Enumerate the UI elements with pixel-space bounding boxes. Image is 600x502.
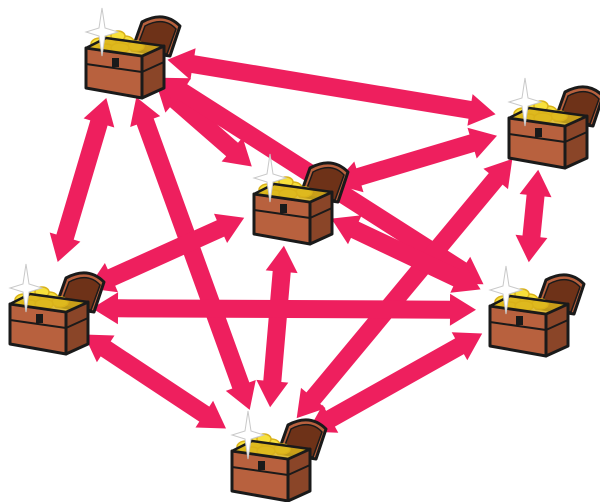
edge-arrow-middle-right-to-bottom	[307, 332, 483, 433]
chest-bottom	[230, 409, 328, 502]
edge-arrow-top-left-to-center	[156, 83, 252, 167]
edge-arrow-top-right-to-middle-right	[515, 169, 552, 263]
treasure-chest-icon	[488, 264, 586, 358]
treasure-chest-icon	[507, 76, 600, 170]
edge-arrow-middle-left-to-bottom	[84, 334, 226, 429]
edge-arrow-middle-left-to-middle-right	[92, 292, 476, 326]
edge-arrow-top-right-to-bottom	[296, 158, 513, 419]
edge-arrow-center-to-middle-left	[87, 213, 245, 293]
edge-arrow-center-to-bottom	[256, 245, 298, 408]
edge-arrow-top-left-to-top-right	[167, 48, 496, 126]
edge-arrow-top-left-to-bottom	[130, 97, 256, 410]
chest-middle-right	[488, 264, 586, 358]
edge-arrow-center-to-middle-right	[331, 215, 481, 293]
treasure-chest-icon	[230, 409, 328, 502]
edge-arrow-top-right-to-center	[334, 127, 497, 193]
chest-top-right	[507, 76, 600, 170]
edge-arrow-top-left-to-middle-left	[49, 98, 115, 262]
